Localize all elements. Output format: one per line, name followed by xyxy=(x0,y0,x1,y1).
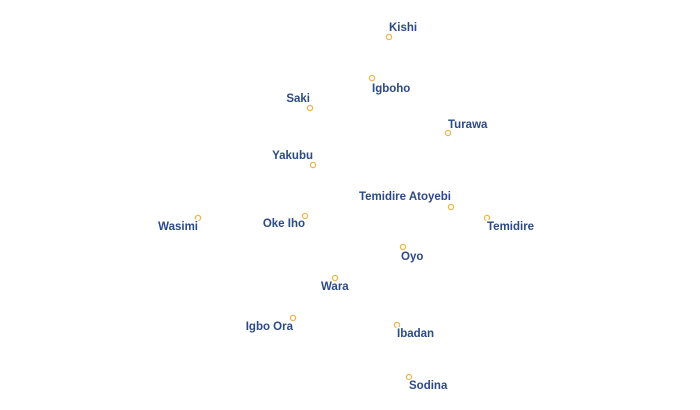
place-marker[interactable] xyxy=(301,212,309,220)
place-label: Kishi xyxy=(389,22,417,34)
place-label: Temidire xyxy=(487,221,534,233)
place-temidire-atoyebi[interactable]: Temidire Atoyebi xyxy=(357,190,455,211)
place-igbo-ora[interactable]: Igbo Ora xyxy=(244,314,297,335)
place-ibadan[interactable]: Ibadan xyxy=(393,321,436,342)
place-label: Turawa xyxy=(448,119,488,131)
place-label: Wara xyxy=(321,281,349,293)
place-label: Igboho xyxy=(372,83,410,95)
place-wara[interactable]: Wara xyxy=(320,274,351,295)
place-label: Ibadan xyxy=(397,328,434,340)
place-label: Saki xyxy=(286,93,310,105)
place-saki[interactable]: Saki xyxy=(285,92,314,112)
place-label: Yakubu xyxy=(272,150,313,162)
place-temidire[interactable]: Temidire xyxy=(483,214,536,235)
place-marker[interactable] xyxy=(368,74,376,82)
place-marker[interactable] xyxy=(483,214,491,222)
place-marker[interactable] xyxy=(309,161,317,169)
place-igboho[interactable]: Igboho xyxy=(368,74,412,97)
place-oke-iho[interactable]: Oke Iho xyxy=(261,212,309,232)
place-marker[interactable] xyxy=(447,203,455,211)
place-kishi[interactable]: Kishi xyxy=(385,21,419,41)
place-wasimi[interactable]: Wasimi xyxy=(157,214,202,235)
place-marker[interactable] xyxy=(306,104,314,112)
place-sodina[interactable]: Sodina xyxy=(405,373,449,394)
place-label: Oke Iho xyxy=(263,218,305,230)
place-marker[interactable] xyxy=(444,129,452,137)
place-marker[interactable] xyxy=(385,33,393,41)
place-label: Igbo Ora xyxy=(246,321,294,333)
place-marker[interactable] xyxy=(399,243,407,251)
place-label: Oyo xyxy=(401,251,423,263)
place-marker[interactable] xyxy=(194,214,202,222)
place-yakubu[interactable]: Yakubu xyxy=(271,149,317,169)
place-marker[interactable] xyxy=(393,321,401,329)
place-label: Wasimi xyxy=(158,221,198,233)
place-label: Temidire Atoyebi xyxy=(359,191,451,203)
place-label: Sodina xyxy=(409,380,448,392)
place-turawa[interactable]: Turawa xyxy=(444,118,490,137)
place-marker[interactable] xyxy=(405,373,413,381)
place-marker[interactable] xyxy=(331,274,339,282)
place-oyo[interactable]: Oyo xyxy=(399,243,425,265)
place-marker[interactable] xyxy=(289,314,297,322)
